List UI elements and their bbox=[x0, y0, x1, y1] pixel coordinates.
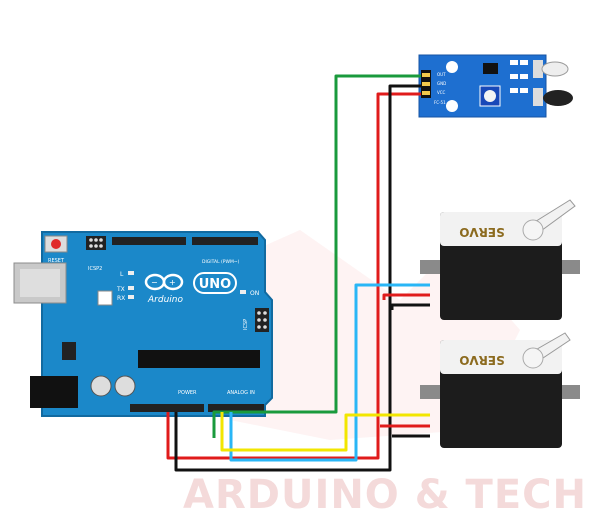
digital-label: DIGITAL (PWM~) bbox=[202, 259, 240, 265]
led-rx bbox=[128, 295, 134, 299]
arduino-uno-board: RESET ICSP2 DIGITAL (PWM~) L TX RX − + A… bbox=[13, 231, 273, 417]
led-l bbox=[128, 271, 134, 275]
icsp2-label: ICSP2 bbox=[88, 266, 102, 272]
led-tx bbox=[128, 286, 134, 290]
power-header bbox=[130, 404, 204, 412]
model-label: UNO bbox=[199, 277, 232, 292]
reset-button-cap bbox=[51, 239, 61, 249]
wires bbox=[166, 74, 430, 472]
uno-badge bbox=[193, 272, 237, 294]
led-rx-label: RX bbox=[117, 295, 125, 302]
brand-label: Arduino bbox=[147, 295, 183, 305]
power-jack bbox=[30, 376, 78, 408]
sensor-label: FC-51 bbox=[434, 100, 446, 105]
sensor-pin-vcc: VCC bbox=[437, 90, 446, 95]
comparator-chip bbox=[483, 63, 498, 74]
capacitor-2 bbox=[114, 375, 136, 397]
ir-receiver-base bbox=[533, 88, 543, 106]
capacitor-1 bbox=[90, 375, 112, 397]
watermark-text: ARDUINO & TECH bbox=[183, 472, 587, 518]
icsp-label: ICSP bbox=[243, 319, 249, 330]
sensor-pin-gnd: GND bbox=[437, 81, 446, 86]
wire-servo1-signal bbox=[229, 283, 430, 462]
potentiometer-knob bbox=[484, 90, 496, 102]
reset-label: RESET bbox=[48, 258, 65, 264]
ir-led-clear bbox=[541, 61, 569, 77]
sensor-hole-2 bbox=[446, 100, 458, 112]
board-pcb bbox=[41, 231, 273, 417]
svg-text:−: − bbox=[151, 278, 158, 287]
servo-motor-2: SERVO bbox=[420, 332, 580, 448]
ir-sensor-module: OUT GND VCC FC-51 bbox=[418, 54, 573, 118]
led-on bbox=[240, 290, 246, 294]
wire-sensor-out bbox=[212, 74, 421, 438]
ir-led-clear-base bbox=[533, 60, 543, 78]
small-chip bbox=[97, 290, 113, 306]
atmega-chip bbox=[138, 350, 260, 368]
regulator bbox=[62, 342, 76, 360]
analog-header bbox=[208, 404, 264, 412]
icsp2-header bbox=[86, 236, 106, 250]
arduino-logo: − + bbox=[144, 273, 184, 291]
servo-1-label: SERVO bbox=[459, 225, 504, 239]
wire-servo1-power bbox=[382, 293, 430, 300]
wire-sensor-gnd bbox=[174, 84, 421, 472]
ir-receiver bbox=[543, 90, 573, 106]
analog-label: ANALOG IN bbox=[227, 390, 255, 396]
led-l-label: L bbox=[120, 271, 124, 278]
sensor-hole-1 bbox=[446, 61, 458, 73]
wire-servo2-signal bbox=[220, 412, 430, 452]
wire-sensor-vcc bbox=[166, 92, 421, 460]
svg-text:+: + bbox=[169, 278, 176, 287]
sensor-pin-out: OUT bbox=[437, 72, 446, 77]
usb-port-inner bbox=[20, 269, 60, 297]
led-tx-label: TX bbox=[116, 286, 125, 293]
servo-2-label: SERVO bbox=[459, 353, 504, 367]
digital-header bbox=[112, 237, 258, 245]
servo-motor-1: SERVO bbox=[420, 199, 580, 320]
icsp-header bbox=[255, 308, 269, 332]
power-label: POWER bbox=[178, 390, 197, 396]
wire-servo1-gnd bbox=[390, 303, 430, 310]
led-on-label: ON bbox=[250, 290, 259, 297]
